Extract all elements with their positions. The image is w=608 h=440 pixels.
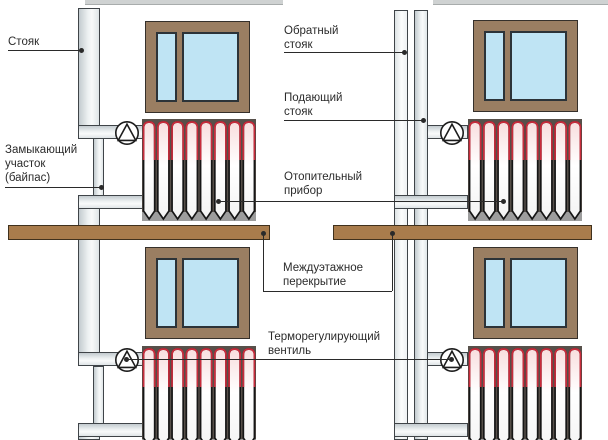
window-lower-left [145, 247, 250, 339]
radiator-upper-right [468, 119, 582, 221]
window-pane [510, 258, 567, 328]
leader-heater [218, 201, 505, 202]
window-lower-right [473, 247, 578, 339]
radiator-icon [142, 119, 256, 221]
leader-supply-riser [284, 120, 425, 121]
leader-floor-slab [263, 291, 392, 292]
pump-valve-icon-upper-right [440, 121, 464, 145]
label-supply-riser: Подающий стояк [284, 92, 343, 118]
radiator-lower-left [142, 346, 256, 440]
leader-dot [261, 231, 266, 236]
riser-pipe-mid-left [78, 195, 100, 366]
label-riser: Стояк [8, 36, 40, 48]
pump-valve-icon-upper-left [115, 121, 139, 145]
return-branch-upper-left [78, 195, 146, 209]
leader-dot [99, 185, 104, 190]
leader-dot [402, 50, 407, 55]
leader-riser [8, 50, 82, 51]
label-bypass: Замыкающий участок (байпас) [5, 144, 78, 184]
leader-dot [390, 231, 395, 236]
window-pane [484, 258, 505, 328]
window-upper-left [145, 21, 250, 113]
leader-dot [421, 118, 426, 123]
top-edge-bar-left [85, 0, 283, 5]
radiator-icon [468, 346, 582, 440]
leader-thermo-valve [126, 359, 452, 360]
window-pane [182, 32, 239, 102]
window-pane [510, 31, 567, 101]
return-branch-upper-right [394, 195, 468, 209]
radiator-icon [468, 119, 582, 221]
leader-dot [124, 357, 129, 362]
leader-floor-slab-left [263, 234, 264, 291]
window-upper-right [473, 20, 578, 112]
label-thermo-valve: Терморегулирующий вентиль [268, 331, 381, 357]
leader-dot [216, 199, 221, 204]
label-return-riser: Обратный стояк [284, 25, 339, 51]
leader-dot [449, 357, 454, 362]
window-pane [484, 31, 505, 101]
leader-dot [501, 199, 506, 204]
window-pane [156, 32, 177, 102]
return-branch-lower-right [394, 423, 468, 437]
return-branch-lower-left [78, 423, 146, 437]
radiator-lower-right [468, 346, 582, 440]
leader-return-riser [284, 52, 406, 53]
floor-slab-left [8, 225, 270, 240]
top-edge-bar-right [433, 0, 608, 5]
window-pane [156, 258, 177, 328]
leader-floor-slab-right [392, 234, 393, 291]
riser-pipe-upper-left [78, 8, 100, 139]
label-heater: Отопительный прибор [284, 171, 363, 197]
radiator-upper-left [142, 119, 256, 221]
leader-dot [79, 48, 84, 53]
label-floor-slab: Междуэтажное перекрытие [283, 262, 363, 288]
radiator-icon [142, 346, 256, 440]
leader-bypass [5, 187, 103, 188]
window-pane [182, 258, 239, 328]
floor-slab-right [333, 225, 592, 240]
bypass-pipe-lower [93, 366, 104, 424]
